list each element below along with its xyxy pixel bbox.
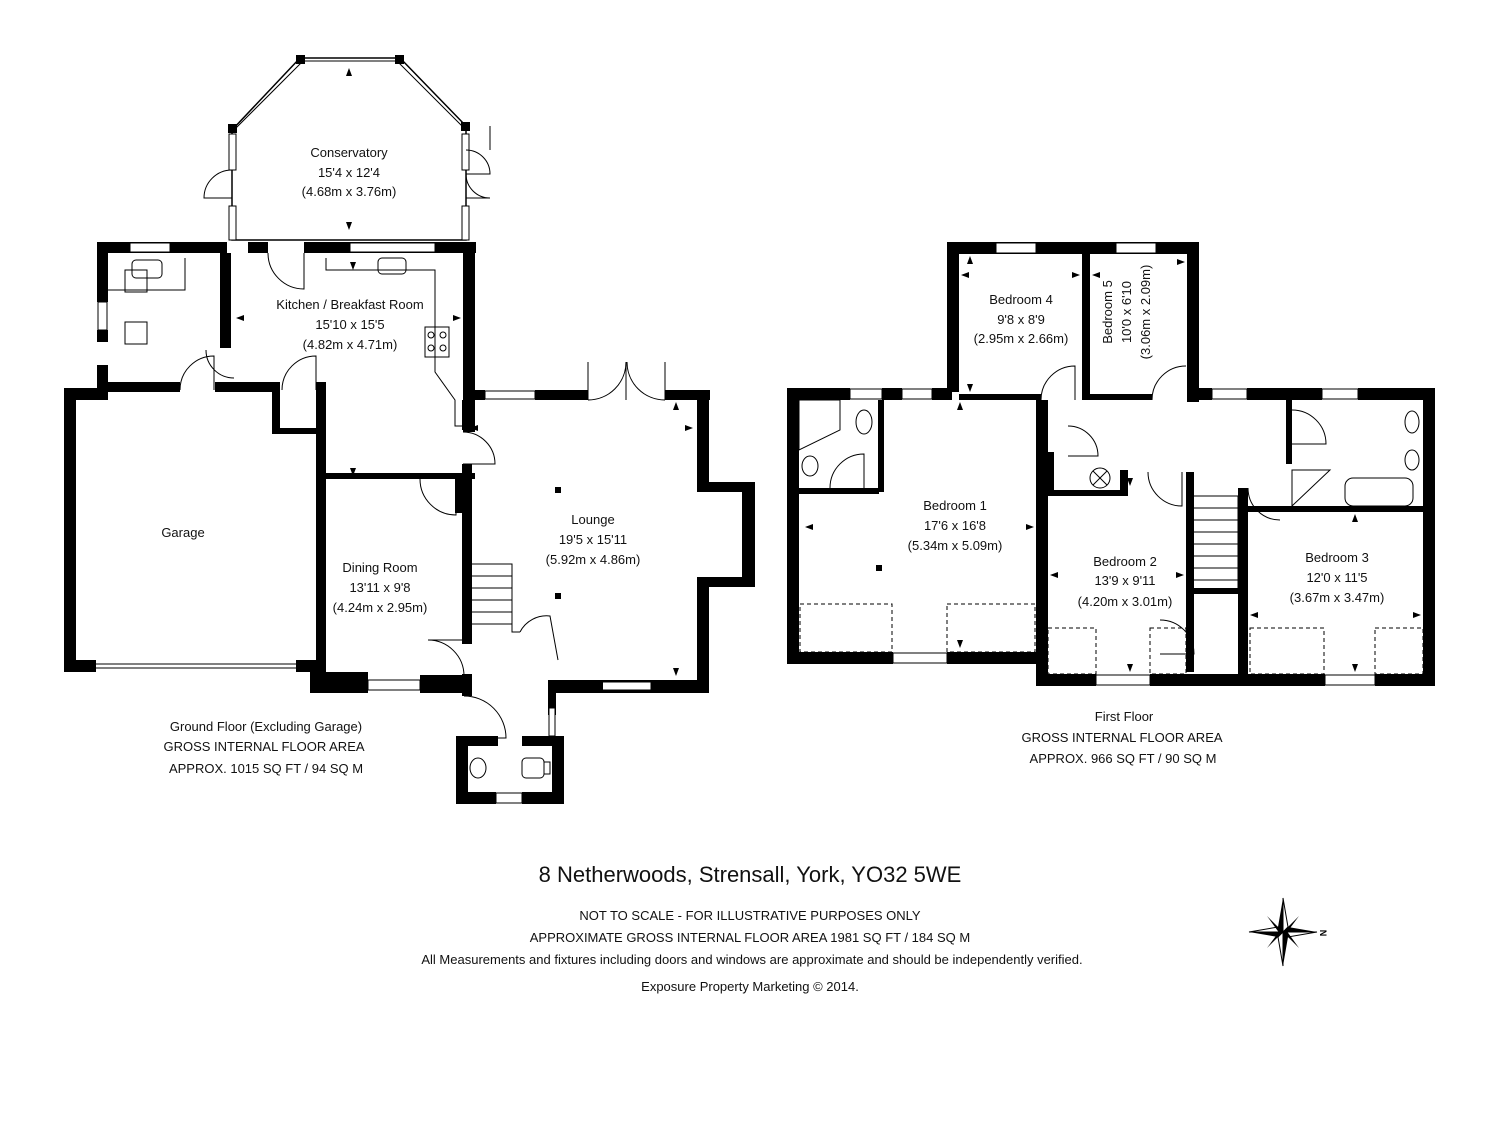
lounge-pillar (555, 593, 561, 599)
bedroom3-imperial: 12'0 x 11'5 (1306, 570, 1367, 585)
bedroom5-name: Bedroom 5 (1100, 280, 1115, 344)
scale-disclaimer: NOT TO SCALE - FOR ILLUSTRATIVE PURPOSES… (579, 908, 921, 923)
bedroom5-metric: (3.06m x 2.09m) (1138, 265, 1153, 360)
first-floor-title: First Floor (1095, 709, 1154, 724)
measurement-note: All Measurements and fixtures including … (421, 952, 1082, 967)
lounge-metric: (5.92m x 4.86m) (546, 552, 641, 567)
conservatory-structure (203, 55, 491, 241)
bedroom2-imperial: 13'9 x 9'11 (1094, 573, 1155, 588)
conservatory-metric: (4.68m x 3.76m) (302, 184, 397, 199)
compass-rose: N (1248, 897, 1328, 967)
ground-floor-area: APPROX. 1015 SQ FT / 94 SQ M (169, 761, 363, 776)
ground-floor-title: Ground Floor (Excluding Garage) (170, 719, 362, 734)
dining-metric: (4.24m x 2.95m) (333, 600, 428, 615)
conservatory-imperial: 15'4 x 12'4 (318, 165, 380, 180)
lounge-name: Lounge (571, 512, 614, 527)
dimension-arrows (236, 68, 1421, 676)
dining-name: Dining Room (342, 560, 417, 575)
total-floor-area: APPROXIMATE GROSS INTERNAL FLOOR AREA 19… (530, 930, 970, 945)
lounge-pillar (555, 487, 561, 493)
bedroom1-metric: (5.34m x 5.09m) (908, 538, 1003, 553)
bedroom4-metric: (2.95m x 2.66m) (974, 331, 1069, 346)
compass-north-label: N (1318, 930, 1328, 937)
dining-imperial: 13'11 x 9'8 (349, 580, 410, 595)
bedroom4-imperial: 9'8 x 8'9 (997, 312, 1045, 327)
garage-name: Garage (161, 525, 204, 540)
ground-floor-area-label: GROSS INTERNAL FLOOR AREA (163, 739, 364, 754)
footer: 8 Netherwoods, Strensall, York, YO32 5WE… (421, 862, 1082, 994)
bedroom3-metric: (3.67m x 3.47m) (1290, 590, 1385, 605)
room-labels: Conservatory 15'4 x 12'4 (4.68m x 3.76m)… (161, 145, 1384, 615)
lounge-imperial: 19'5 x 15'11 (559, 532, 627, 547)
property-address: 8 Netherwoods, Strensall, York, YO32 5WE (539, 862, 962, 887)
floor-area-captions: Ground Floor (Excluding Garage) GROSS IN… (163, 709, 1222, 776)
copyright-credit: Exposure Property Marketing © 2014. (641, 979, 859, 994)
kitchen-name: Kitchen / Breakfast Room (276, 297, 423, 312)
first-floor-area-label: GROSS INTERNAL FLOOR AREA (1021, 730, 1222, 745)
ground-floor-plan (64, 55, 755, 804)
bedroom3-name: Bedroom 3 (1305, 550, 1369, 565)
first-floor-plan (787, 242, 1435, 686)
bedroom1-name: Bedroom 1 (923, 498, 987, 513)
kitchen-imperial: 15'10 x 15'5 (315, 317, 384, 332)
bedroom2-metric: (4.20m x 3.01m) (1078, 594, 1173, 609)
bedroom1-imperial: 17'6 x 16'8 (924, 518, 986, 533)
first-floor-area: APPROX. 966 SQ FT / 90 SQ M (1030, 751, 1217, 766)
bedroom5-imperial: 10'0 x 6'10 (1119, 281, 1134, 343)
conservatory-name: Conservatory (310, 145, 388, 160)
bedroom2-name: Bedroom 2 (1093, 554, 1157, 569)
bedroom1-pillar (876, 565, 882, 571)
bedroom4-name: Bedroom 4 (989, 292, 1053, 307)
garage-walls (64, 388, 326, 672)
kitchen-metric: (4.82m x 4.71m) (303, 337, 398, 352)
living-walls (310, 361, 755, 804)
